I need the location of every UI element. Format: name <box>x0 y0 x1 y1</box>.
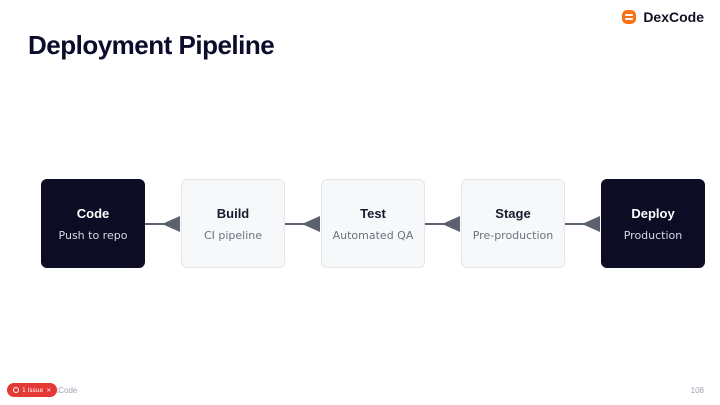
stage-build: Build CI pipeline <box>181 179 285 268</box>
issue-icon <box>13 387 19 393</box>
stage-name: Stage <box>495 205 531 221</box>
footer-brand: DexCode <box>44 386 78 395</box>
brand: DexCode <box>621 9 704 25</box>
stage-deploy: Deploy Production <box>601 179 705 268</box>
connector-arrow-icon <box>145 215 180 232</box>
connector-arrow-icon <box>425 215 460 232</box>
pipeline: Code Push to repo Build CI pipeline Test… <box>41 179 705 268</box>
stage-test: Test Automated QA <box>321 179 425 268</box>
stage-desc: Pre-production <box>472 228 554 242</box>
dexcode-logo-icon <box>622 10 637 24</box>
stage-name: Build <box>216 205 250 221</box>
stage-name: Deploy <box>631 205 675 221</box>
stage-desc: Production <box>623 228 683 242</box>
stage-name: Test <box>360 205 386 221</box>
slide-title: Deployment Pipeline <box>28 30 275 60</box>
brand-name: DexCode <box>643 9 704 25</box>
issue-badge[interactable]: 1 Issue × <box>7 383 58 397</box>
issue-badge-label: 1 Issue <box>22 386 44 394</box>
stage-desc: Automated QA <box>332 228 414 242</box>
stage-stage: Stage Pre-production <box>461 179 565 268</box>
connector-arrow-icon <box>565 215 600 232</box>
close-icon[interactable]: × <box>46 386 52 394</box>
page-number: 108 <box>690 386 704 395</box>
stage-name: Code <box>76 205 110 221</box>
stage-desc: Push to repo <box>58 228 128 242</box>
connector-arrow-icon <box>285 215 320 232</box>
stage-desc: CI pipeline <box>203 228 263 242</box>
stage-code: Code Push to repo <box>41 179 145 268</box>
